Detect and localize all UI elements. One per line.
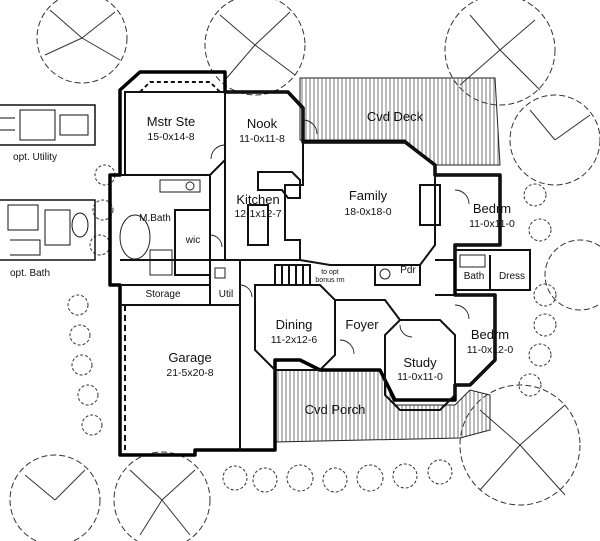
interior-walls [120,81,531,450]
family-dims: 18-0x18-0 [344,206,391,218]
garage-label: Garage [168,350,211,365]
tree-bottom-right [459,384,581,506]
tree-bottom-left-2 [9,454,101,541]
bedrm2-walls [435,294,496,386]
study-label: Study [403,355,437,370]
foyer-label: Foyer [345,317,379,332]
dining-walls [254,284,336,371]
shrub-row-right [518,183,557,397]
stairs [274,264,311,286]
util-washer [214,267,226,279]
opt-bath-label: opt. Bath [10,268,50,279]
tree-top-center [204,0,306,96]
cvd-deck-label: Cvd Deck [367,109,424,124]
garage-walls [120,304,241,450]
nook-dims: 11-0x11-8 [239,133,285,145]
master-bay-outline [139,81,221,93]
dining-dims: 11-2x12-6 [271,334,318,346]
bath-tub [459,254,486,268]
mstr-ste-label: Mstr Ste [147,114,195,129]
study-walls [384,319,456,411]
family-label: Family [349,188,388,203]
room-labels: Mstr Ste 15-0x14-8 Nook 11-0x11-8 Cvd De… [10,109,525,417]
kitchen-dims: 12-1x12-7 [234,208,281,220]
dining-label: Dining [276,317,313,332]
shrub-row-left [67,164,116,436]
master-tub [119,214,151,260]
landscape-trees [9,0,600,541]
bedrm2-label: Bedrm [471,327,509,342]
kitchen-counter [257,171,301,199]
master-sink [185,181,195,191]
opt-bonus-label-2: bonus rm [315,277,344,284]
tree-right-mid [544,239,600,311]
bedrm1-dims: 11-0x11-0 [469,218,515,230]
opt-utility-inset [0,104,96,146]
foyer-walls [335,299,401,321]
opt-bath-inset [0,199,96,261]
shrub-row-bottom [222,459,453,493]
tree-top-left [36,0,128,84]
master-vanity [159,179,201,193]
storage-label: Storage [145,289,180,300]
master-shower [149,249,173,276]
study-dims: 11-0x11-0 [397,371,443,383]
util-label: Util [219,289,233,300]
garage-dims: 21-5x20-8 [166,367,213,379]
nook-walls [225,91,304,142]
mstr-ste-dims: 15-0x14-8 [147,131,194,143]
nook-label: Nook [247,116,278,131]
tree-right [509,94,600,186]
master-suite-walls [124,91,226,176]
kitchen-island [247,204,269,246]
wic-label: wic [185,235,200,246]
bedrm2-dims: 11-0x12-0 [467,344,514,356]
bath-label: Bath [464,271,485,282]
kitchen-label: Kitchen [236,192,279,207]
dress-label: Dress [499,271,525,282]
opt-bonus-label-1: to opt [321,269,339,276]
fixtures [119,179,486,280]
family-walls [299,141,436,266]
pdr-label: Pdr [400,265,416,276]
cvd-porch-label: Cvd Porch [305,402,366,417]
fireplace [419,184,441,226]
pdr-toilet [379,268,391,280]
pdr-walls [374,264,421,286]
door-swings [209,119,470,355]
bedrm1-label: Bedrm [473,201,511,216]
opt-utility-label: opt. Utility [13,152,57,163]
tree-bottom-left-1 [113,451,211,541]
m-bath-label: M.Bath [139,213,171,224]
bath-dress-walls [455,249,531,291]
bedrm1-walls [435,174,501,261]
